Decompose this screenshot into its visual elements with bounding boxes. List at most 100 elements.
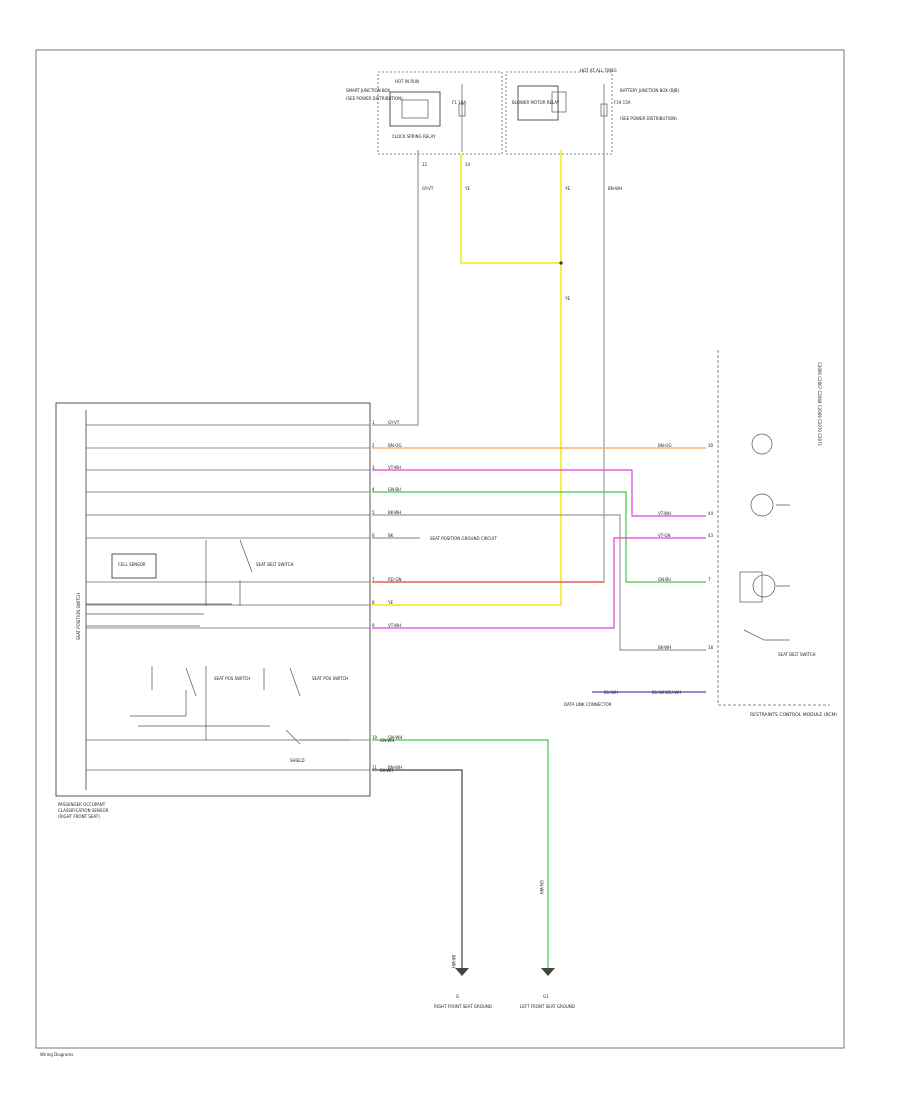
fuse-box-left-outline: [377, 71, 503, 155]
restraints-module: RESTRAINTS CONTROL MODULE (RCM) C2066 C2…: [564, 350, 837, 718]
pin-number-4: 4: [372, 487, 375, 492]
rcm-pin-5: 18: [708, 645, 714, 650]
fuse-box-right-side-label: BATTERY JUNCTION BOX (BJB): [620, 88, 679, 93]
pin-wire-2: BN-OG: [388, 443, 402, 448]
footer-label: Wiring Diagrams: [40, 1052, 73, 1057]
switch-c-label: SEAT POS SWITCH: [312, 676, 348, 681]
restraints-connector-list: C2066 C2067 C2068 C2069 C2070 C2071: [817, 362, 822, 447]
pin-wire-11: BN-WH: [388, 765, 402, 770]
pin-wire-8: YE: [387, 600, 393, 605]
squib-3: [752, 574, 776, 598]
wire-vt-wh-1: [372, 469, 706, 517]
drop-a-label: GY-VT: [422, 186, 434, 191]
pin-wire-6: BK: [388, 533, 394, 538]
rcm-wire-5: BK-WH: [658, 645, 671, 650]
pin-number-7: 7: [372, 577, 375, 582]
pin-number-8: 8: [372, 600, 375, 605]
module-title-2: CLASSIFICATION SENSOR: [58, 808, 109, 813]
cell-sensor-box: [111, 553, 157, 579]
rcm-pin-2: 44: [708, 511, 714, 516]
fuse-box-left-fuse-label: F1 10A: [452, 100, 466, 105]
rcm-pin-3: 43: [708, 533, 714, 538]
restraints-outline: [717, 350, 830, 706]
bus-wire-b: BU-WH/BU-WH: [652, 690, 681, 695]
pin-number-11: 11: [372, 765, 378, 770]
wire-gn-bu: [372, 491, 706, 583]
splice-label: YE: [564, 296, 570, 301]
ground-left: G RIGHT FRONT SEAT GROUND: [434, 968, 492, 1009]
pin-number-9: 9: [372, 623, 375, 628]
rcm-wire-1: BN-OG: [658, 443, 672, 448]
fuse-box-right-relay-label: BLOWER MOTOR RELAY: [512, 100, 560, 105]
module-title-3: (RIGHT FRONT SEAT): [58, 814, 100, 819]
squib-1: [751, 433, 773, 455]
vertical-wire-right: GN-WH: [539, 880, 544, 894]
switch-a-label: SEAT BELT SWITCH: [256, 562, 294, 567]
wire-bk-wh-ground: [372, 769, 463, 968]
pin-number-6: 6: [372, 533, 375, 538]
drop-b-pin: 14: [465, 162, 471, 167]
fuse-box-left-side-label: SMART JUNCTION BOX: [346, 88, 390, 93]
occupant-module: SEAT POSITION SWITCH CELL SENSOR SEAT BE…: [55, 402, 371, 819]
pin-wire-5: BK-WH: [388, 510, 401, 515]
pin-number-3: 3: [372, 465, 375, 470]
fuse-box-right-header: HOT AT ALL TIMES: [580, 68, 617, 73]
fuse-box-right-side-note: (SEE POWER DISTRIBUTION): [620, 116, 677, 121]
pin-wire-3: VT-WH: [388, 465, 401, 470]
ground-wire-left: BK-WH: [380, 768, 393, 773]
fuse-box-left-header: HOT IN RUN: [395, 79, 419, 84]
squib-2: [750, 493, 774, 517]
splice-dot: [559, 261, 563, 265]
fuse-box-left: HOT IN RUN CLOCK SPRING RELAY F1 10A SMA…: [346, 71, 503, 155]
wire-gy-vt-feed: [372, 150, 419, 426]
page-frame: [35, 49, 845, 1049]
fuse-box-right-fuse-label: F19 15A: [614, 100, 631, 105]
switch-a-contacts: [205, 539, 253, 606]
wire-bk-wh: [372, 514, 706, 651]
relay-blower: [517, 85, 559, 121]
module-internal-wiring: [130, 690, 350, 745]
ground-right-label: LEFT FRONT SEAT GROUND: [520, 1004, 575, 1009]
restraints-label: RESTRAINTS CONTROL MODULE (RCM): [750, 712, 837, 718]
cell-sensor-label: CELL SENSOR: [118, 562, 146, 567]
ground-left-symbol: [455, 968, 469, 976]
pin-wire-1: GY-VT: [388, 420, 400, 425]
wire-gn-wh-ground: [372, 739, 549, 968]
restraints-switch-label: SEAT BELT SWITCH: [778, 652, 816, 657]
relay-blower-coil: [551, 91, 567, 113]
module-sensor-links: [86, 603, 232, 627]
pin-wire-9: VT-WH: [388, 623, 401, 628]
ground-left-label: RIGHT FRONT SEAT GROUND: [434, 1004, 492, 1009]
rcm-wire-3: VT-GN: [658, 533, 671, 538]
ground-right-pin: G1: [543, 994, 549, 999]
drop-c-label: YE: [564, 186, 570, 191]
bus-note: DATA LINK CONNECTOR: [564, 702, 612, 707]
drop-a-pin: 12: [422, 162, 428, 167]
fuse-left-element: [458, 103, 466, 117]
squib-3-box: [739, 571, 763, 603]
pin-number-2: 2: [372, 443, 375, 448]
wire-vt-wh-2: [372, 537, 706, 629]
ground-wire-right: GN-WH: [380, 738, 394, 743]
pin-number-1: 1: [372, 420, 375, 425]
pin-wire-4: GN-BU: [388, 487, 401, 492]
ground-right: G1 LEFT FRONT SEAT GROUND: [520, 968, 575, 1009]
switch-b-contacts: [151, 666, 301, 740]
switch-b-label: SEAT POS SWITCH: [214, 676, 250, 681]
occupant-module-box: [55, 402, 371, 797]
rcm-wire-4: GN-BU: [658, 577, 671, 582]
drop-b-label: YE: [464, 186, 470, 191]
rcm-pin-1: 30: [708, 443, 714, 448]
module-note: SHIELD: [290, 758, 305, 763]
relay-clock-spring: [389, 91, 441, 127]
ground-right-symbol: [541, 968, 555, 976]
wire-ye-feed: [460, 154, 561, 264]
fuse-box-right: HOT AT ALL TIMES BLOWER MOTOR RELAY F19 …: [505, 68, 679, 155]
bus-wire-a: BU-WH: [604, 690, 618, 695]
drop-d-label: BN-WH: [608, 186, 622, 191]
wire-ye-main: [372, 150, 562, 606]
ground-left-pin: G: [456, 994, 459, 999]
fuse-box-right-outline: [505, 71, 613, 155]
